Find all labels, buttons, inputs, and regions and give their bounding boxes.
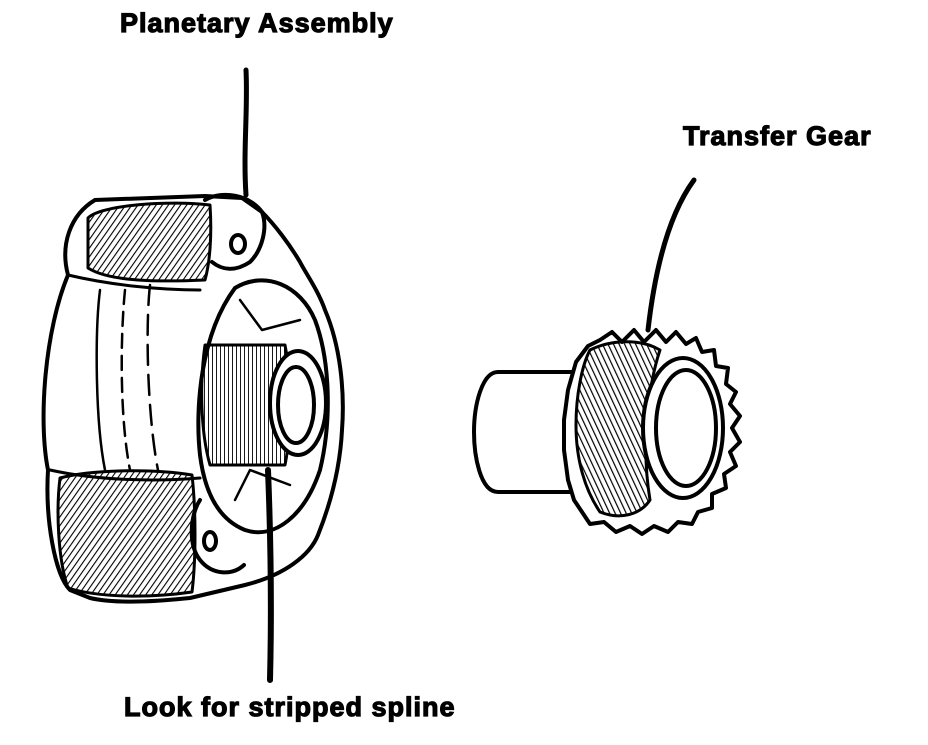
transfer-gear-label: Transfer Gear	[682, 120, 872, 151]
planet-gear-top	[86, 201, 213, 283]
leader-planetary	[242, 67, 249, 198]
transfer-gear-drawing	[472, 328, 742, 536]
transfer-gear-bore-inner	[654, 368, 718, 488]
transfer-gear-tooth-face	[574, 340, 662, 518]
leader-spline	[265, 467, 274, 683]
shaft-bore-inner	[276, 365, 316, 445]
drum-seam-3	[146, 283, 160, 472]
face-web-2	[233, 468, 292, 502]
bolt-hole-bottom	[202, 530, 218, 552]
face-inner-ring	[196, 278, 330, 535]
drum-seam-1	[95, 288, 107, 472]
planetary-assembly-drawing	[41, 192, 345, 604]
planet-gear-bottom	[56, 469, 197, 598]
stripped-spline-note: Look for stripped spline	[123, 691, 456, 722]
drum-top-edge	[66, 273, 202, 292]
face-web-1	[238, 298, 302, 332]
planetary-body-outline	[41, 194, 345, 604]
bolt-hole-top	[229, 233, 247, 255]
flange-ear-top	[203, 192, 267, 271]
planetary-assembly-label: Planetary Assembly	[119, 7, 394, 38]
leader-transfer	[645, 177, 697, 333]
drum-seam-2	[120, 288, 132, 472]
transfer-gear-hub	[472, 370, 582, 494]
